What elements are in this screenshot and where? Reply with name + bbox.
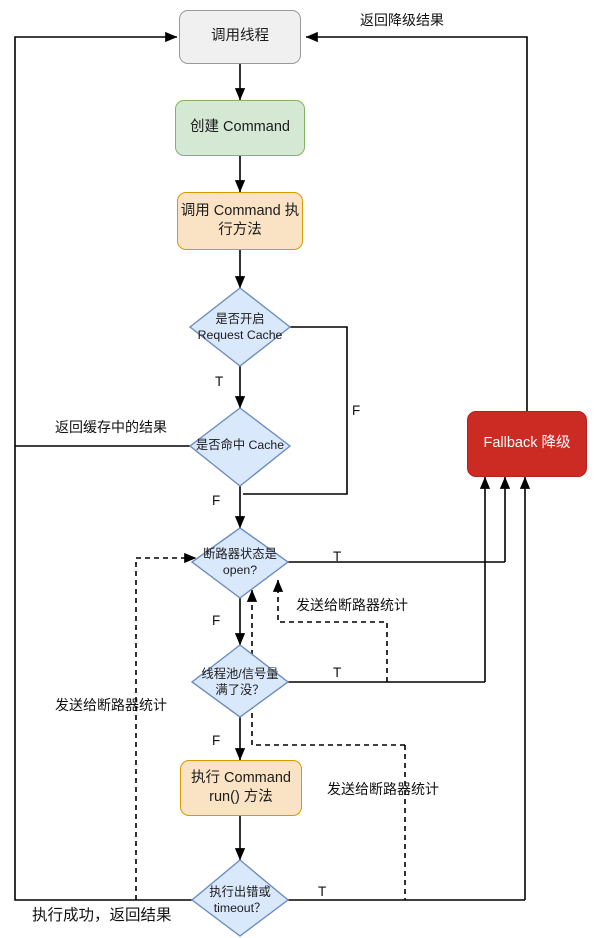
edge-label-circuit-open-true: T bbox=[333, 549, 342, 564]
edge-label-circuit-open-false: F bbox=[212, 613, 221, 628]
node-pool-full-shape[interactable] bbox=[190, 644, 290, 718]
edge-metrics-errortimeout-to-circuit bbox=[135, 552, 197, 900]
node-request-cache-shape[interactable] bbox=[188, 287, 292, 367]
edge-label-error-timeout-true: T bbox=[318, 884, 327, 899]
node-execute-command-label-line1: 调用 Command 执 bbox=[180, 202, 300, 219]
node-hit-cache-shape[interactable] bbox=[188, 407, 292, 487]
edge-label-metrics-to-circuit-2: 发送给断路器统计 bbox=[55, 697, 167, 713]
edge-label-metrics-to-circuit-1: 发送给断路器统计 bbox=[296, 597, 408, 613]
node-circuit-open-shape[interactable] bbox=[190, 527, 290, 599]
edge-fallback-return-to-start bbox=[305, 31, 528, 411]
edge-label-pool-full-false: F bbox=[212, 733, 221, 748]
edge-left-rail-to-start bbox=[14, 31, 178, 446]
node-fallback-label: Fallback 降级 bbox=[483, 435, 571, 452]
node-execute-command-label-line2: 行方法 bbox=[218, 222, 262, 238]
edge-label-pool-full-true: T bbox=[333, 665, 342, 680]
edge-metrics-pool-to-circuit bbox=[272, 579, 388, 682]
node-run-method[interactable]: 执行 Command run() 方法 bbox=[180, 760, 302, 816]
edge-label-cache-enabled-false: F bbox=[352, 403, 361, 418]
edge-label-cache-enabled-true: T bbox=[215, 374, 224, 389]
node-error-timeout-shape[interactable] bbox=[190, 859, 290, 937]
node-run-method-label-line2: run() 方法 bbox=[209, 789, 273, 805]
edge-left-rail-bottom bbox=[14, 446, 200, 901]
node-start-label: 调用线程 bbox=[211, 28, 269, 45]
edge-label-return-fallback-result: 返回降级结果 bbox=[360, 12, 444, 28]
edge-label-success-return-result: 执行成功，返回结果 bbox=[32, 907, 172, 924]
edge-requestcache-false-bypass bbox=[243, 326, 348, 495]
node-fallback[interactable]: Fallback 降级 bbox=[467, 411, 587, 477]
edge-label-metrics-to-circuit-3: 发送给断路器统计 bbox=[327, 781, 439, 797]
edge-label-cache-hit-false: F bbox=[212, 493, 221, 508]
edge-label-return-cached-result: 返回缓存中的结果 bbox=[55, 419, 167, 435]
node-start[interactable]: 调用线程 bbox=[179, 10, 301, 64]
edge-metrics-run-to-circuit bbox=[246, 589, 405, 746]
node-run-method-label-line1: 执行 Command bbox=[191, 769, 291, 786]
node-create-command[interactable]: 创建 Command bbox=[175, 100, 305, 156]
node-execute-command[interactable]: 调用 Command 执 行方法 bbox=[177, 192, 303, 250]
node-create-command-label: 创建 Command bbox=[190, 119, 290, 136]
